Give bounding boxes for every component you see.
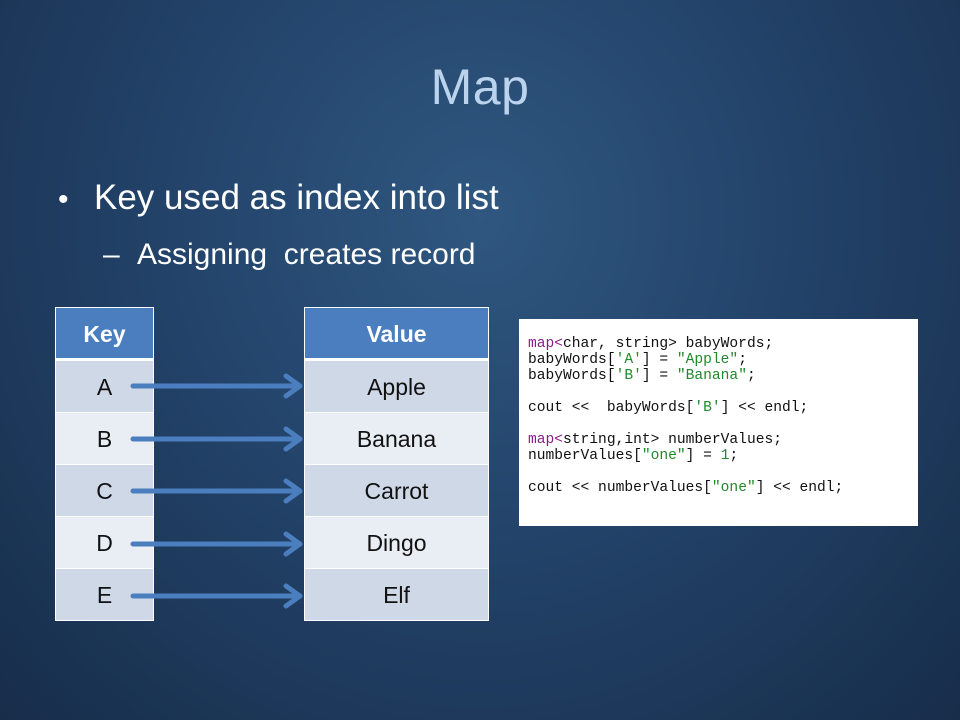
key-cell-c: C <box>56 464 153 516</box>
value-cell-elf: Elf <box>305 568 488 620</box>
arrowhead-a <box>283 373 303 399</box>
arrowhead-c <box>283 478 303 504</box>
arrowhead-d <box>283 531 303 557</box>
code-line-6: numberValues["one"] = 1; <box>528 448 739 464</box>
arrowhead-b <box>283 426 303 452</box>
value-cell-apple: Apple <box>305 360 488 412</box>
bullet-1-text: Key used as index into list <box>94 178 499 217</box>
bullet-dot: • <box>58 183 69 216</box>
arrowhead-e <box>283 583 303 609</box>
bullet-level-1: • Key used as index into list <box>58 178 499 218</box>
code-line-4: cout << babyWords['B'] << endl; <box>528 400 809 416</box>
code-line-7: cout << numberValues["one"] << endl; <box>528 480 844 496</box>
key-cell-d: D <box>56 516 153 568</box>
value-column: Value Apple Banana Carrot Dingo Elf <box>305 308 488 620</box>
code-line-2: babyWords['A'] = "Apple"; <box>528 352 747 368</box>
key-column: Key A B C D E <box>56 308 153 620</box>
bullet-2-text: Assigning creates record <box>137 238 476 271</box>
code-line-3: babyWords['B'] = "Banana"; <box>528 368 756 384</box>
code-line-5: map<string,int> numberValues; <box>528 432 782 448</box>
value-cell-banana: Banana <box>305 412 488 464</box>
key-cell-e: E <box>56 568 153 620</box>
code-snippet: map<char, string> babyWords;babyWords['A… <box>519 319 918 526</box>
bullet-level-2: –Assigning creates record <box>103 238 476 272</box>
slide-title: Map <box>430 59 530 115</box>
value-cell-dingo: Dingo <box>305 516 488 568</box>
value-header: Value <box>305 308 488 360</box>
key-cell-b: B <box>56 412 153 464</box>
key-header: Key <box>56 308 153 360</box>
code-line-1: map<char, string> babyWords; <box>528 336 774 352</box>
value-cell-carrot: Carrot <box>305 464 488 516</box>
bullet-dash: – <box>103 238 120 271</box>
key-cell-a: A <box>56 360 153 412</box>
